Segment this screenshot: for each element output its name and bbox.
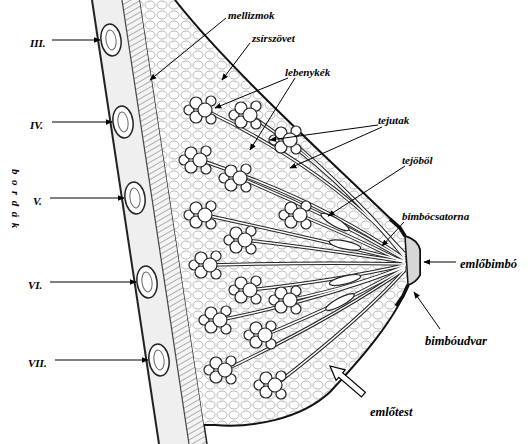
part-label-text: mellizmok: [228, 9, 274, 22]
part-label: zsírszövet: [252, 28, 295, 46]
part-label-text: zsírszövet: [252, 32, 295, 45]
part-label-text: emlőbimbó: [460, 257, 517, 271]
leader-lines: [50, 18, 456, 360]
part-label-text: emlőtest: [370, 405, 412, 419]
hollow-arrow: [330, 366, 365, 397]
rib-number: VI.: [28, 275, 42, 293]
part-label-text: bimbóudvar: [425, 334, 487, 348]
part-label-text: lebenykék: [285, 66, 330, 79]
milk-ducts: [200, 110, 405, 385]
part-label: tejöböl: [402, 150, 433, 168]
rib-group-label: bordák: [22, 165, 87, 183]
rib-number: IV.: [30, 115, 43, 133]
milk-sinuses: [319, 211, 361, 314]
skin-line: [175, 0, 420, 426]
part-label: emlőbimbó: [460, 254, 517, 272]
rib-number-text: III.: [30, 37, 46, 50]
rib-number: V.: [33, 191, 42, 209]
rib-group-label-text: bordák: [9, 169, 22, 234]
part-label: bimbóudvar: [425, 331, 487, 349]
rib-number: III.: [30, 33, 46, 51]
rib-number-text: VII.: [28, 357, 47, 370]
part-label: tejutak: [378, 110, 409, 128]
part-label: mellizmok: [228, 5, 274, 23]
lobules: [179, 96, 311, 399]
breast-outline: [140, 0, 420, 426]
rib-number-text: V.: [33, 195, 42, 208]
part-label-text: tejöböl: [402, 154, 433, 167]
part-label: lebenykék: [285, 62, 330, 80]
rib-number-text: VI.: [28, 279, 42, 292]
rib-number-text: IV.: [30, 119, 43, 132]
rib-number: VII.: [28, 353, 47, 371]
part-label: emlőtest: [370, 402, 412, 420]
part-label-text: bimbócsatorna: [402, 210, 469, 223]
part-label-text: tejutak: [378, 114, 409, 127]
part-label: bimbócsatorna: [402, 206, 469, 224]
